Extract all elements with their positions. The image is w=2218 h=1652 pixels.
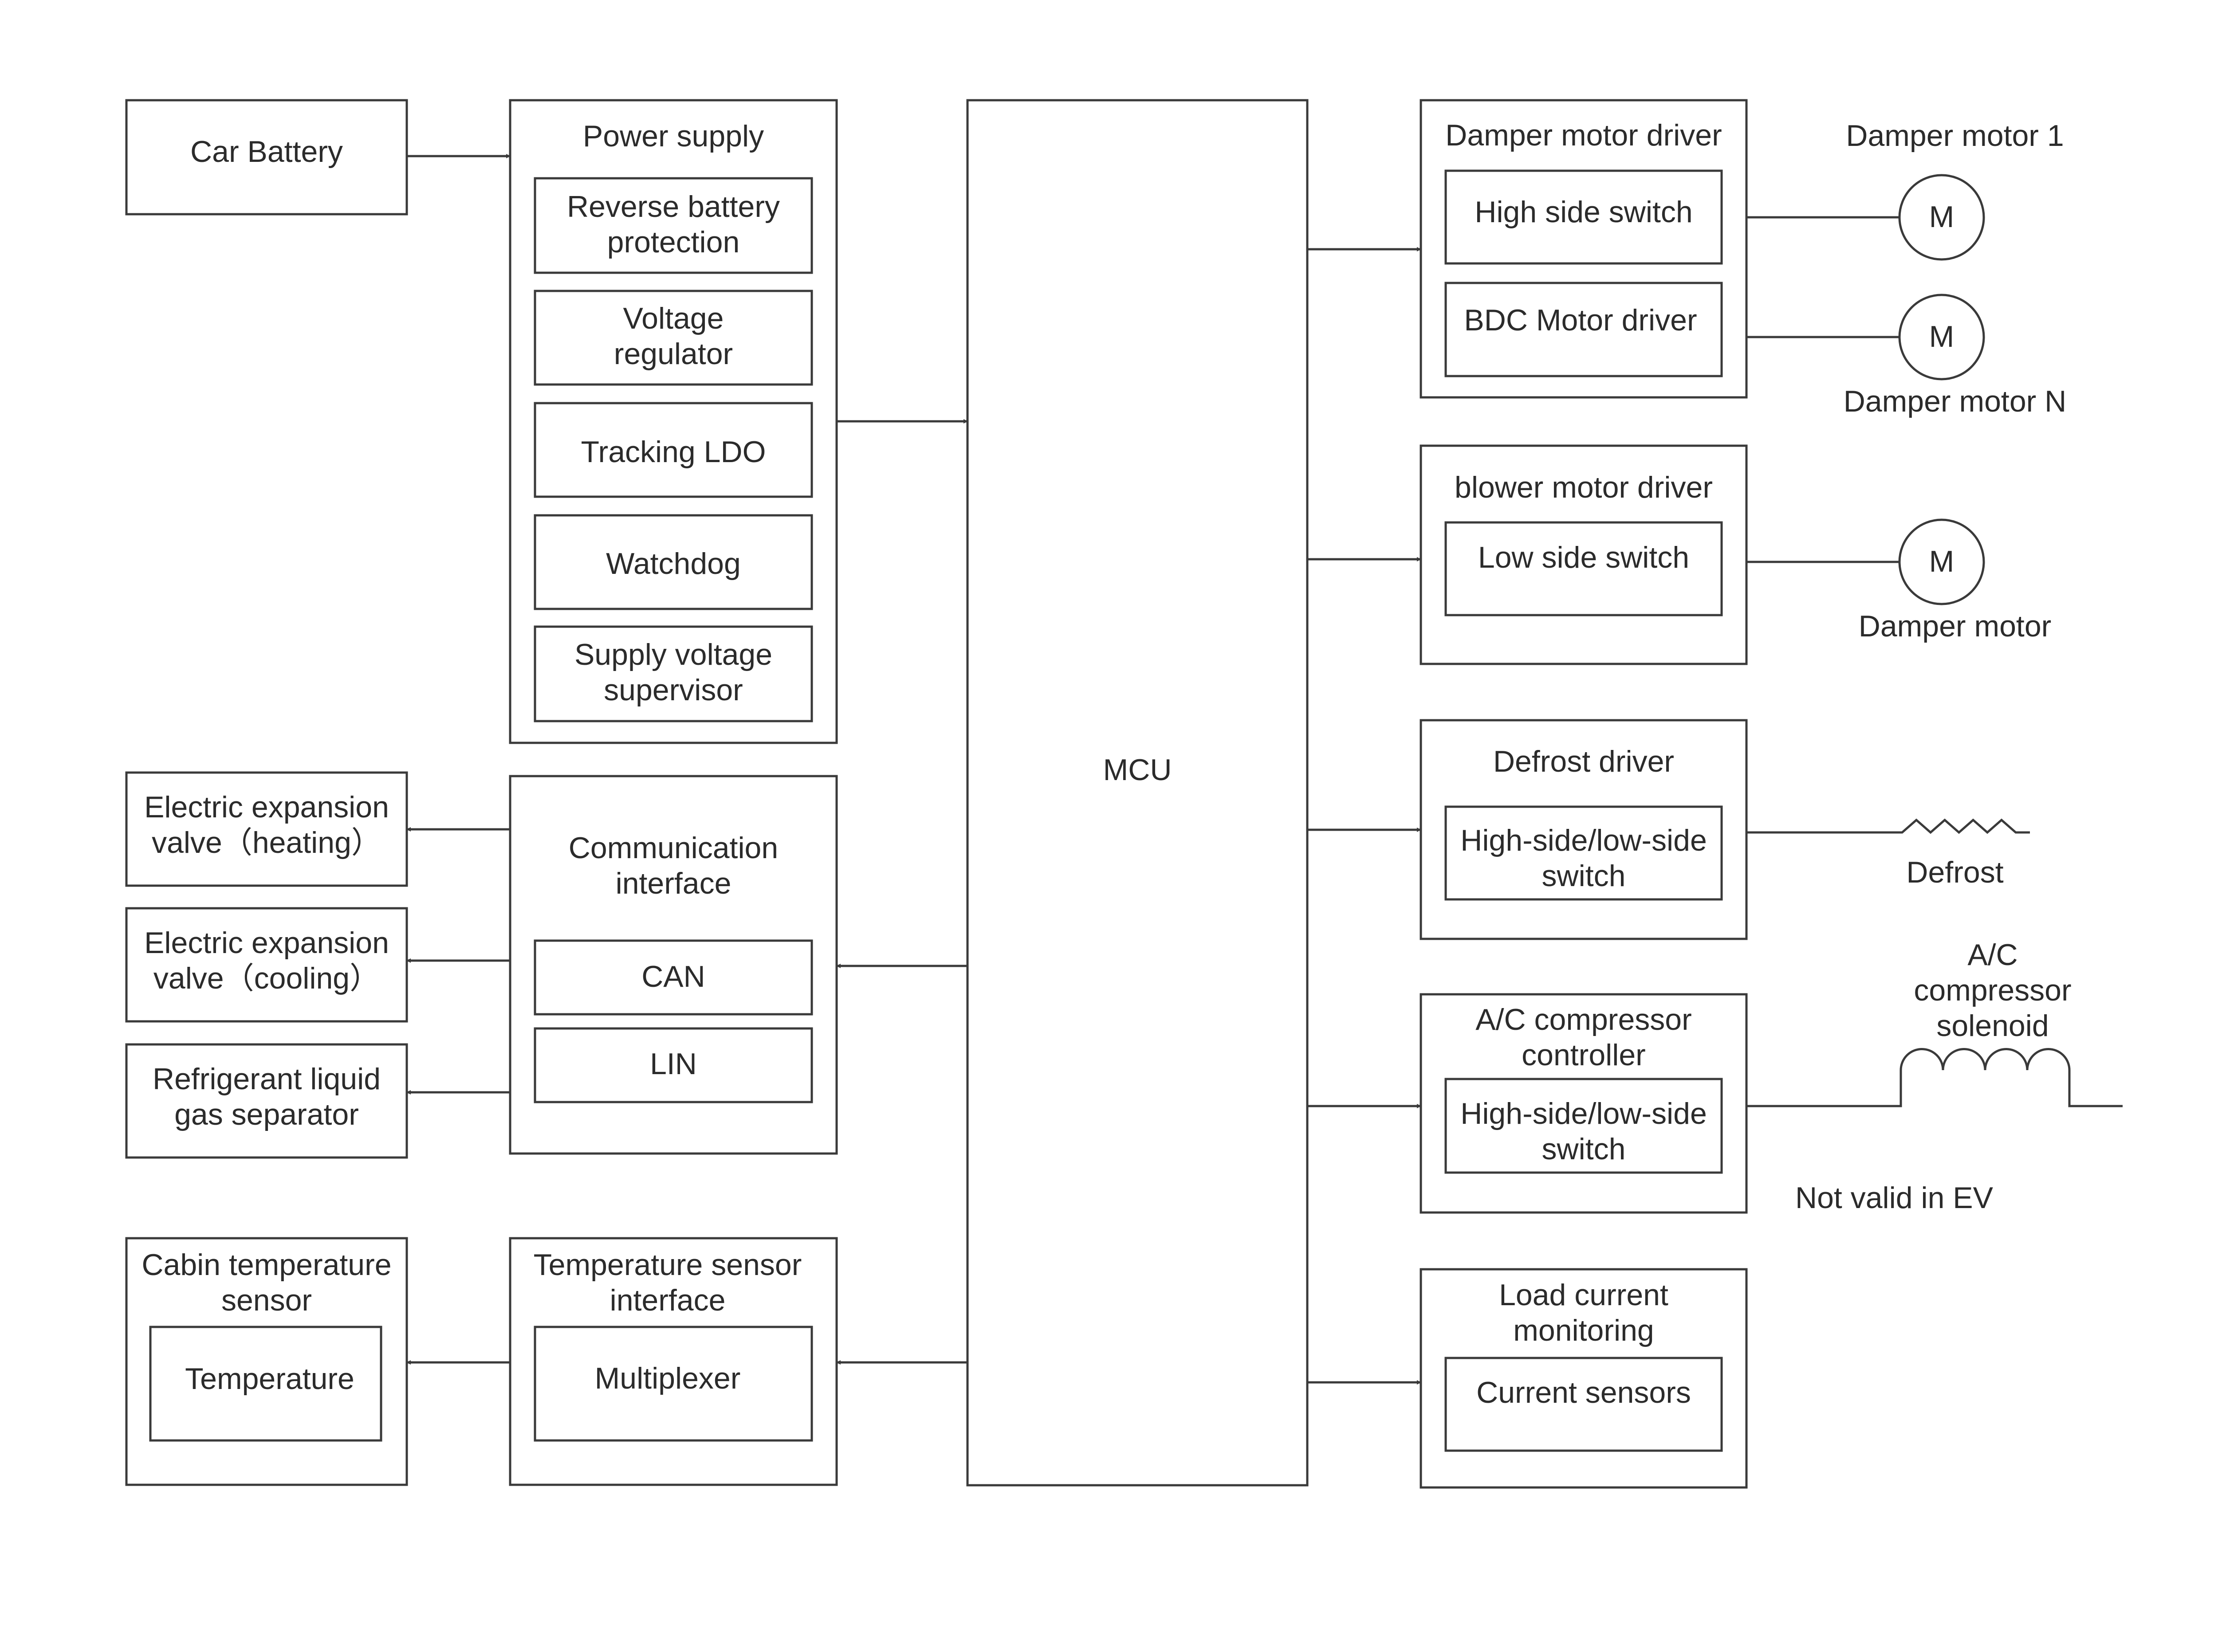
cabin-temperature-sensor-block: Cabin temperature sensor Temperature	[125, 1237, 408, 1486]
temperature-block: Temperature	[149, 1326, 382, 1442]
defrost-switch-label: High-side/low-side	[1460, 824, 1707, 857]
blower-motor-icon: M	[1898, 518, 1985, 605]
motor-symbol: M	[1929, 320, 1955, 353]
defrost-label: Defrost	[1906, 855, 2003, 889]
voltage-regulator-block: Voltage regulator	[534, 290, 813, 386]
supply-voltage-supervisor-block: Supply voltage supervisor	[534, 625, 813, 722]
expansion-valve-heating-block: Electric expansion valve（heating）	[125, 771, 408, 887]
reverse-battery-protection-block: Reverse battery protection	[534, 177, 813, 274]
power-item-label: Voltage	[623, 302, 724, 335]
lin-block: LIN	[534, 1027, 813, 1103]
low-side-switch-label: Low side switch	[1478, 541, 1689, 574]
ac-solenoid-label: compressor	[1914, 973, 2071, 1007]
ac-switch-label: switch	[1542, 1132, 1626, 1166]
high-side-switch-block: High side switch	[1444, 169, 1723, 265]
power-item-label: Supply voltage	[574, 638, 772, 671]
defrost-resistor-icon	[1746, 818, 2030, 834]
damper-driver-title: Damper motor driver	[1445, 118, 1722, 152]
defrost-switch-block: High-side/low-side switch	[1444, 805, 1723, 901]
damper-motor-1-label: Damper motor 1	[1846, 119, 2064, 153]
ac-solenoid-coil-icon	[1746, 1048, 2123, 1107]
can-block: CAN	[534, 939, 813, 1016]
multiplexer-label: Multiplexer	[595, 1362, 741, 1395]
lin-label: LIN	[650, 1047, 697, 1081]
mcu-block: MCU	[966, 99, 1309, 1487]
ac-solenoid-label: A/C	[1967, 938, 2017, 972]
power-item-label: Reverse battery	[567, 190, 780, 224]
car-battery-block: Car Battery	[125, 99, 408, 216]
ac-compressor-controller-block: A/C compressor controller High-side/low-…	[1420, 993, 1748, 1214]
current-sensors-label: Current sensors	[1476, 1376, 1691, 1409]
current-sensors-block: Current sensors	[1444, 1357, 1723, 1452]
bdc-motor-driver-label: BDC Motor driver	[1464, 303, 1697, 337]
comm-target-label: Refrigerant liquid	[153, 1062, 381, 1096]
expansion-valve-cooling-block: Electric expansion valve（cooling）	[125, 907, 408, 1023]
comm-target-label: valve（cooling）	[153, 961, 380, 995]
damper-motor-1-icon: M	[1898, 174, 1985, 261]
cabin-sensor-title: sensor	[221, 1283, 312, 1317]
temperature-label: Temperature	[185, 1362, 354, 1396]
temp-interface-title: Temperature sensor	[534, 1248, 802, 1282]
defrost-driver-block: Defrost driver High-side/low-side switch	[1420, 719, 1748, 940]
blower-driver-title: blower motor driver	[1455, 471, 1713, 504]
ac-controller-title: A/C compressor	[1475, 1003, 1691, 1036]
comm-target-label: Electric expansion	[144, 790, 389, 824]
communication-title: Communication	[569, 831, 778, 865]
load-monitor-title: monitoring	[1513, 1314, 1654, 1347]
comm-target-label: Electric expansion	[144, 926, 389, 960]
ac-switch-label: High-side/low-side	[1460, 1097, 1707, 1130]
high-side-switch-label: High side switch	[1475, 195, 1692, 229]
defrost-driver-title: Defrost driver	[1493, 745, 1674, 778]
motor-symbol: M	[1929, 545, 1955, 578]
communication-title: interface	[616, 867, 731, 900]
temp-interface-title: interface	[610, 1283, 726, 1317]
refrigerant-separator-block: Refrigerant liquid gas separator	[125, 1043, 408, 1159]
power-item-label: supervisor	[604, 673, 743, 707]
ac-controller-title: controller	[1522, 1038, 1646, 1072]
not-valid-in-ev-note: Not valid in EV	[1795, 1181, 1994, 1215]
damper-motor-n-icon: M	[1898, 294, 1985, 381]
power-item-label: Watchdog	[606, 547, 741, 581]
watchdog-block: Watchdog	[534, 514, 813, 610]
power-item-label: regulator	[614, 337, 733, 371]
communication-interface-block: Communication interface CAN LIN	[509, 775, 838, 1155]
damper-motor-n-label: Damper motor N	[1844, 385, 2067, 418]
mcu-label: MCU	[1103, 753, 1172, 787]
power-item-label: Tracking LDO	[581, 435, 766, 469]
comm-target-label: gas separator	[174, 1098, 359, 1131]
multiplexer-block: Multiplexer	[534, 1326, 813, 1442]
ac-solenoid-label: solenoid	[1936, 1009, 2049, 1043]
ac-switch-block: High-side/low-side switch	[1444, 1078, 1723, 1174]
can-label: CAN	[641, 960, 705, 993]
defrost-switch-label: switch	[1542, 859, 1626, 893]
power-supply-title: Power supply	[583, 119, 764, 153]
load-current-monitoring-block: Load current monitoring Current sensors	[1420, 1268, 1748, 1489]
power-supply-block: Power supply Reverse battery protection …	[509, 99, 838, 744]
low-side-switch-block: Low side switch	[1444, 521, 1723, 616]
car-battery-label: Car Battery	[190, 135, 343, 169]
motor-symbol: M	[1929, 200, 1955, 234]
power-item-label: protection	[607, 225, 740, 259]
bdc-motor-driver-block: BDC Motor driver	[1444, 282, 1723, 377]
temperature-sensor-interface-block: Temperature sensor interface Multiplexer	[509, 1237, 838, 1486]
tracking-ldo-block: Tracking LDO	[534, 402, 813, 498]
cabin-sensor-title: Cabin temperature	[142, 1248, 391, 1282]
blower-motor-driver-block: blower motor driver Low side switch	[1420, 444, 1748, 665]
damper-motor-driver-block: Damper motor driver High side switch BDC…	[1420, 99, 1748, 399]
load-monitor-title: Load current	[1499, 1278, 1668, 1312]
blower-motor-label: Damper motor	[1859, 609, 2052, 643]
comm-target-label: valve（heating）	[152, 826, 381, 859]
